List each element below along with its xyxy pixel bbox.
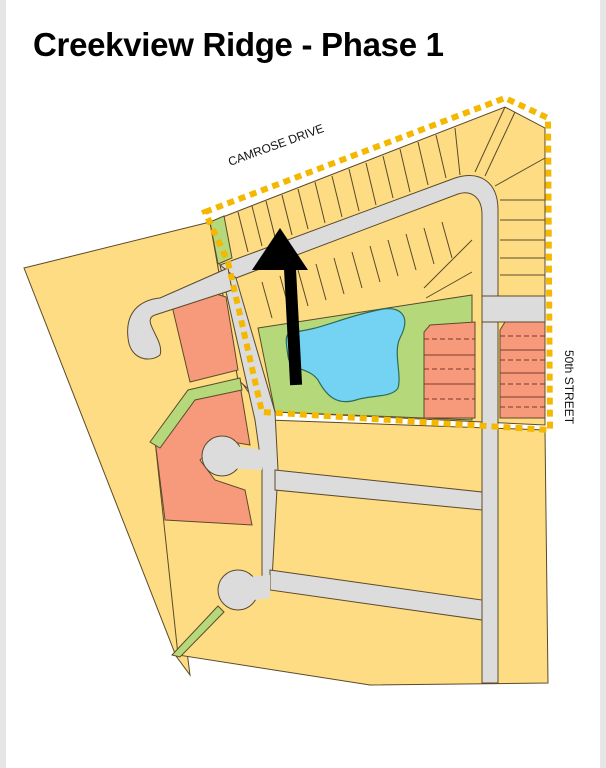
page-title: Creekview Ridge - Phase 1 [33,26,444,63]
green-strip-sw [171,605,225,658]
left-frame-border [0,0,6,768]
road-network [127,175,546,684]
camrose-drive-label: CAMROSE DRIVE [226,121,325,169]
multi-family-lot-east-b[interactable] [499,321,546,419]
north-arrow-icon [252,228,308,386]
inner-lot-lines [261,221,473,319]
north-lot-lines [237,106,546,276]
green-strip-west [149,377,243,449]
multi-family-lot-east-a[interactable] [423,321,476,419]
right-frame-border [600,0,606,768]
multi-family-unit-lines [424,335,545,408]
50th-street-label: 50th STREET [562,350,576,425]
phase-1-boundary[interactable] [200,94,554,434]
